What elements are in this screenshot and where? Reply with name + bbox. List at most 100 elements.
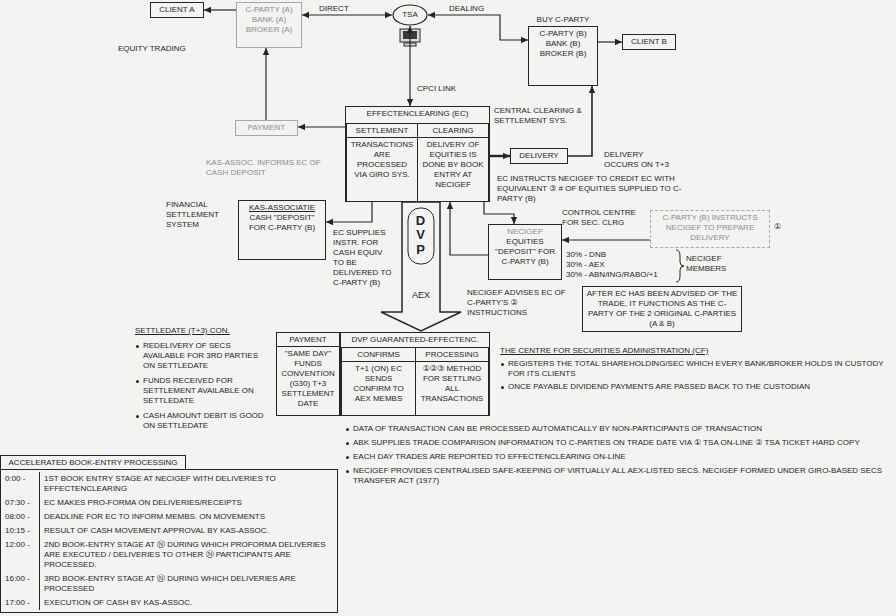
arrowhead: [302, 12, 309, 18]
bullet-note: ONCE PAYABLE DIVIDEND PAYMENTS ARE PASSE…: [500, 382, 890, 392]
arrowhead: [263, 48, 269, 55]
payment-box-text: PAYMENT: [239, 123, 294, 133]
column-box-text: DELIVERY OF EQUITIES IS DONE BY BOOK ENT…: [421, 140, 485, 190]
table-column-text: "SAME DAY" FUNDS CONVENTION (G30) T+3 SE…: [280, 349, 336, 409]
arrowhead: [407, 26, 413, 33]
payment-box: PAYMENT: [235, 120, 298, 136]
bullet-note: FUNDS RECEIVED FOR SETTLEMENT AVAILABLE …: [135, 376, 269, 406]
arrowhead: [428, 12, 435, 18]
arrowhead: [447, 202, 453, 209]
party-box-text: C-PARTY (B) BANK (B) BROKER (B): [532, 29, 594, 59]
connector-label: DEALING: [448, 4, 485, 14]
client-box: CLIENT B: [622, 34, 676, 50]
necigef-box-text: EQUITIES "DEPOSIT" FOR C-PARTY (B): [492, 237, 558, 267]
section-heading: THE CENTRE FOR SECURITIES ADMINISTRATION…: [500, 346, 890, 356]
connector-line: [568, 86, 592, 156]
connector-arrow: [326, 202, 372, 225]
connector-arrow: [428, 12, 528, 43]
connector-label: CPCI LINK: [416, 84, 457, 94]
table-group-text: DVP GUARANTEED-EFFECTENC.: [344, 335, 486, 345]
arrowhead: [521, 37, 528, 43]
schedule-table-text: DEADLINE FOR EC TO INFORM MEMBS. ON MOVE…: [39, 510, 337, 524]
connector-line: [484, 202, 514, 224]
system-label: FINANCIAL SETTLEMENT SYSTEM: [166, 200, 234, 230]
connector-arrow: [598, 39, 622, 45]
schedule-table: 0:00 -1ST BOOK ENTRY STAGE AT NECIGEF WI…: [0, 469, 338, 613]
connector-arrow: [568, 86, 595, 156]
schedule-table-text: 17:00 -: [1, 596, 39, 610]
delivery-box-text: DELIVERY: [514, 151, 564, 161]
table-cell: PROCESSING ①②③ METHOD FOR SETTLING ALL TR…: [415, 347, 489, 416]
table-column: PAYMENT "SAME DAY" FUNDS CONVENTION (G30)…: [276, 332, 340, 416]
schedule-table-text: 08:00 -: [1, 510, 39, 524]
schedule-table-text: 07:30 -: [1, 496, 39, 510]
connector-arrow: [562, 237, 650, 243]
member-share: 30% - ABN/ING/RABO/+1: [566, 270, 678, 280]
letter-outline: [408, 208, 434, 264]
callout-number: ①: [774, 222, 781, 232]
connector-label: EC SUPPLIES INSTR. FOR CASH EQUIV TO BE …: [332, 228, 396, 288]
column-box-text: CLEARING: [418, 126, 488, 138]
schedule-table-text: 12:00 -: [1, 538, 39, 572]
connector-arrow: [484, 202, 517, 224]
schedule-table-text: 2ND BOOK-ENTRY STAGE AT Ⓝ DURING WHICH P…: [39, 538, 337, 572]
bullet-note: REDELIVERY OF SECS AVAILABLE FOR 3RD PAR…: [135, 341, 269, 371]
brace: [676, 250, 684, 282]
connector-arrow: [490, 153, 510, 159]
system-label: CONTROL CENTRE FOR SEC. CLRG: [562, 208, 646, 228]
note-box: AFTER EC HAS BEEN ADVISED OF THE TRADE, …: [582, 286, 742, 332]
bullet-note: REGISTERS THE TOTAL SHAREHOLDING/SEC WHI…: [500, 359, 890, 379]
table-column-text: PAYMENT: [277, 335, 339, 347]
party-box: C-PARTY (A) BANK (A) BROKER (A): [236, 2, 302, 48]
bullet-note: DATA OF TRANSACTION CAN BE PROCESSED AUT…: [345, 424, 890, 434]
clearing-box-text: EFFECTENCLEARING (EC): [349, 109, 486, 119]
instruction-box-text: C-PARTY (B) INSTRUCTS NECIGEF TO PREPARE…: [654, 213, 766, 243]
clearing-box: EFFECTENCLEARING (EC) SETTLEMENTTRANSACTI…: [345, 106, 490, 202]
table-group: DVP GUARANTEED-EFFECTENC. CONFIRMS T+1 (ON…: [340, 332, 490, 416]
connector-arrow: [407, 26, 413, 106]
client-box-text: CLIENT A: [154, 5, 200, 15]
schedule-table-text: 1ST BOOK ENTRY STAGE AT NECIGEF WITH DEL…: [39, 472, 337, 496]
member-share: 30% - AEX: [566, 260, 678, 270]
table-cell-text: ①②③ METHOD FOR SETTLING ALL TRANSACTIONS: [419, 364, 485, 404]
section-heading: SETTLEDATE (T+3) CON.: [135, 326, 269, 336]
column-box-text: SETTLEMENT: [347, 126, 417, 138]
arrowhead: [204, 7, 211, 13]
schedule-table-text: EXECUTION OF CASH BY KAS-ASSOC.: [39, 596, 337, 610]
bullet-note: ABK SUPPLIES TRADE COMPARISON INFORMATIO…: [345, 438, 890, 448]
connector-arrow: [263, 48, 269, 120]
bullet-note: CASH AMOUNT DEBIT IS GOOD ON SETTLEDATE: [135, 411, 269, 431]
kas-box-text: KAS-ASSOCIATIE: [242, 203, 322, 213]
bullet-note: NECIGEF PROVIDES CENTRALISED SAFE-KEEPIN…: [345, 466, 890, 486]
connector-line: [409, 26, 410, 106]
connector-line: [562, 239, 650, 240]
arrowhead: [326, 219, 333, 225]
kas-box: KAS-ASSOCIATIECASH "DEPOSIT" FOR C-PARTY…: [238, 200, 326, 260]
column-box: CLEARING DELIVERY OF EQUITIES IS DONE BY …: [417, 123, 489, 202]
bullet-note: EACH DAY TRADES ARE REPORTED TO EFFECTEN…: [345, 452, 890, 462]
ellipse-shape: [393, 5, 427, 25]
kas-box-text: CASH "DEPOSIT" FOR C-PARTY (B): [242, 213, 322, 233]
client-box: CLIENT A: [150, 2, 204, 18]
necigef-box: NECIGEFEQUITIES "DEPOSIT" FOR C-PARTY (B…: [488, 224, 562, 280]
note-box-text: AFTER EC HAS BEEN ADVISED OF THE TRADE, …: [586, 289, 738, 329]
note-label: KAS-ASSOC. INFORMS EC OF CASH DEPOSIT: [206, 158, 326, 178]
table-cell-text: CONFIRMS: [342, 350, 415, 362]
schedule-table-text: RESULT OF CASH MOVEMENT APPROVAL BY KAS-…: [39, 524, 337, 538]
arrowhead: [503, 153, 510, 159]
table-title-text: ACCELERATED BOOK-ENTRY PROCESSING: [4, 458, 182, 468]
client-box-text: CLIENT B: [626, 37, 672, 47]
connector-label: EC INSTRUCTS NECIGEF TO CREDIT EC WITH E…: [496, 174, 692, 204]
arrowhead: [511, 217, 517, 224]
party-box-text: C-PARTY (A) BANK (A) BROKER (A): [240, 5, 298, 35]
schedule-table-text: 3RD BOOK-ENTRY STAGE AT Ⓝ DURING WHICH D…: [39, 572, 337, 596]
delivery-box: DELIVERY: [510, 148, 568, 164]
arrowhead: [615, 39, 622, 45]
column-box: SETTLEMENTTRANSACTIONS ARE PROCESSED VIA…: [346, 123, 418, 202]
instruction-box: C-PARTY (B) INSTRUCTS NECIGEF TO PREPARE…: [650, 210, 770, 248]
connector-arrow: [447, 202, 488, 255]
arrowhead: [298, 124, 305, 130]
table-cell-text: T+1 (ON) EC SENDS CONFIRM TO AEX MEMBS: [345, 364, 412, 404]
table-cell-text: PROCESSING: [416, 350, 488, 362]
arrowhead: [385, 12, 392, 18]
